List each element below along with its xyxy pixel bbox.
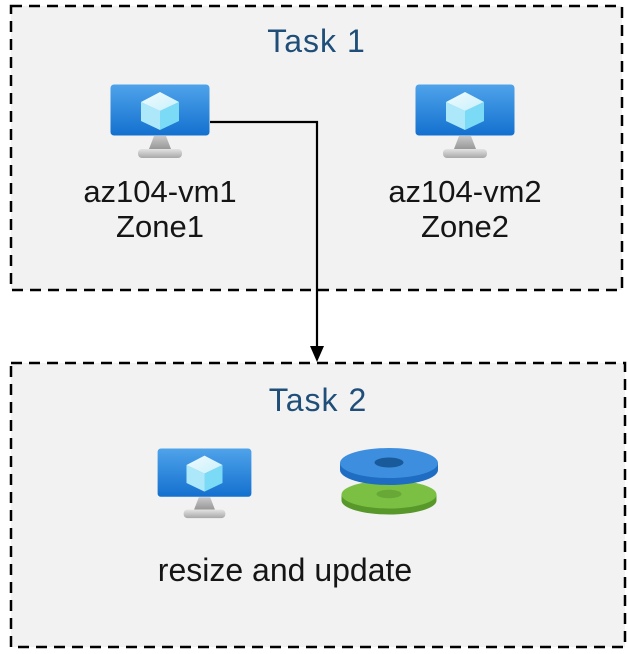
blue-disk (340, 448, 438, 485)
task2-title: Task 2 (268, 382, 368, 418)
green-disk (341, 480, 437, 515)
vm2-label: az104-vm2 Zone2 (365, 174, 565, 244)
task2-caption: resize and update (157, 552, 413, 588)
vm1-name: az104-vm1 (83, 174, 237, 209)
elbow-arrow-line (210, 120, 319, 348)
vm1-label: az104-vm1 Zone1 (60, 174, 260, 244)
task2-box (9, 361, 627, 649)
vm1-virtual-machine-icon (110, 84, 210, 158)
task1-title: Task 1 (267, 23, 366, 59)
managed-disks-icon (340, 448, 438, 515)
vm2-zone: Zone2 (421, 209, 509, 244)
vm1-zone: Zone1 (116, 209, 204, 244)
vm2-virtual-machine-icon (415, 84, 515, 158)
arrowhead-icon (310, 346, 324, 362)
task2-virtual-machine-icon (157, 448, 252, 519)
vm2-name: az104-vm2 (388, 174, 542, 209)
